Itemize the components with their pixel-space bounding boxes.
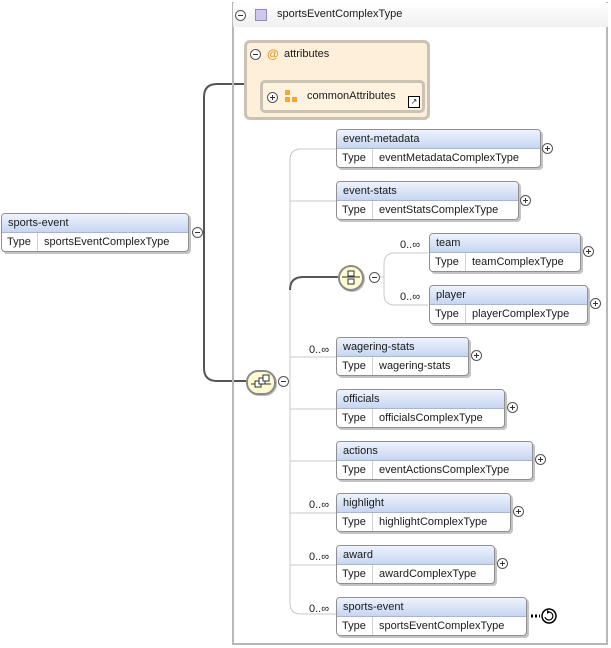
type-key: Type	[430, 305, 466, 323]
plus-circle-icon[interactable]	[513, 506, 524, 517]
occurrence-label: 0..∞	[309, 551, 330, 563]
type-value: eventActionsComplexType	[379, 464, 510, 476]
element-event-metadata[interactable]: event-metadata Type eventMetadataComplexT…	[336, 129, 541, 168]
type-key: Type	[337, 461, 373, 479]
occurrence-label: 0..∞	[309, 499, 330, 511]
element-event-stats[interactable]: event-stats Type eventStatsComplexType	[336, 181, 519, 220]
plus-circle-icon[interactable]	[535, 454, 546, 465]
type-key: Type	[2, 233, 38, 251]
element-name: sports-event	[337, 598, 526, 617]
plus-circle-icon[interactable]	[267, 92, 278, 103]
type-value: awardComplexType	[379, 568, 477, 580]
element-sports-event-recursive[interactable]: sports-event Type sportsEventComplexType	[336, 597, 527, 636]
type-key: Type	[337, 617, 373, 635]
type-value: playerComplexType	[472, 308, 570, 320]
element-player[interactable]: player Type playerComplexType	[429, 285, 588, 324]
element-actions[interactable]: actions Type eventActionsComplexType	[336, 441, 533, 480]
element-name: sports-event	[2, 214, 188, 233]
occurrence-label: 0..∞	[400, 239, 421, 251]
type-key: Type	[337, 149, 373, 167]
type-value: eventMetadataComplexType	[379, 152, 520, 164]
type-key: Type	[337, 357, 373, 375]
element-name: officials	[337, 390, 504, 409]
type-value: highlightComplexType	[379, 516, 488, 528]
plus-circle-icon[interactable]	[497, 558, 508, 569]
element-highlight[interactable]: highlight Type highlightComplexType	[336, 493, 511, 532]
plus-circle-icon[interactable]	[520, 195, 531, 206]
element-name: event-metadata	[337, 130, 540, 149]
type-value: eventStatsComplexType	[379, 204, 499, 216]
element-name: event-stats	[337, 182, 518, 201]
type-value: sportsEventComplexType	[44, 236, 170, 248]
plus-circle-icon[interactable]	[507, 402, 518, 413]
minus-circle-icon[interactable]	[369, 272, 380, 283]
occurrence-label: 0..∞	[309, 603, 330, 615]
complex-type-name: sportsEventComplexType	[277, 8, 403, 20]
attribute-group-common-attributes[interactable]: commonAttributes ↗	[260, 80, 425, 113]
attribute-at-icon: @	[267, 47, 279, 61]
attribute-group-icon	[285, 90, 299, 104]
occurrence-label: 0..∞	[400, 291, 421, 303]
plus-circle-icon[interactable]	[583, 246, 594, 257]
type-key: Type	[337, 565, 373, 583]
sequence-compositor-icon[interactable]	[246, 370, 276, 395]
root-element-sports-event[interactable]: sports-event Type sportsEventComplexType	[1, 213, 189, 252]
type-key: Type	[337, 513, 373, 531]
minus-circle-icon[interactable]	[278, 376, 289, 387]
attribute-group-label: commonAttributes	[307, 90, 396, 102]
element-name: player	[430, 286, 587, 305]
type-value: officialsComplexType	[379, 412, 483, 424]
choice-compositor-icon[interactable]	[338, 265, 364, 291]
plus-circle-icon[interactable]	[471, 350, 482, 361]
element-name: actions	[337, 442, 532, 461]
complex-type-frame	[232, 2, 608, 645]
link-arrow-icon[interactable]: ↗	[408, 96, 420, 108]
plus-circle-icon[interactable]	[590, 298, 601, 309]
type-key: Type	[337, 409, 373, 427]
attributes-label: attributes	[284, 48, 330, 60]
type-key: Type	[337, 201, 373, 219]
element-name: award	[337, 546, 494, 565]
attributes-box[interactable]: @ attributes commonAttributes ↗	[244, 40, 430, 120]
element-team[interactable]: team Type teamComplexType	[429, 233, 581, 272]
complex-type-header: sportsEventComplexType	[233, 3, 608, 27]
recursion-icon[interactable]	[539, 606, 559, 626]
element-name: wagering-stats	[337, 338, 468, 357]
element-officials[interactable]: officials Type officialsComplexType	[336, 389, 505, 428]
occurrence-label: 0..∞	[309, 344, 330, 356]
minus-circle-icon[interactable]	[250, 49, 261, 60]
type-value: wagering-stats	[379, 360, 451, 372]
type-key: Type	[430, 253, 466, 271]
plus-circle-icon[interactable]	[542, 143, 553, 154]
element-name: highlight	[337, 494, 510, 513]
element-award[interactable]: award Type awardComplexType	[336, 545, 495, 584]
element-name: team	[430, 234, 580, 253]
type-value: sportsEventComplexType	[379, 620, 505, 632]
minus-circle-icon[interactable]	[235, 10, 246, 21]
complex-type-icon	[255, 9, 267, 21]
minus-circle-icon[interactable]	[192, 227, 203, 238]
type-value: teamComplexType	[472, 256, 564, 268]
